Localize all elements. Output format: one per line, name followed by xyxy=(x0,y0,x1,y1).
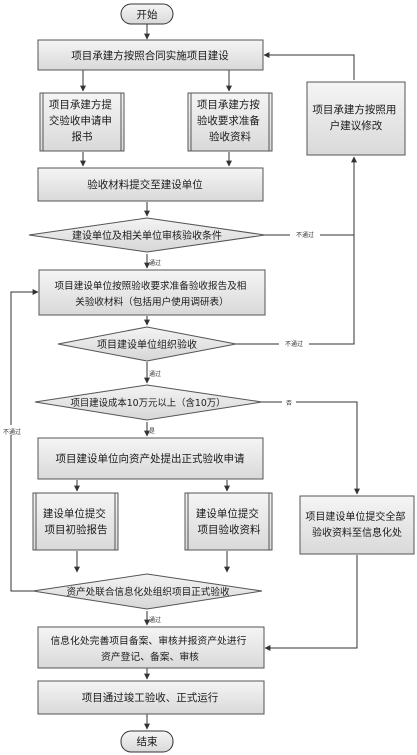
side-fix-box: 项目承建方按照用 户建议修改 xyxy=(306,81,406,156)
decision-d3: 项目建设成本10万元以上（含10万） xyxy=(34,384,263,421)
start-terminal: 开始 xyxy=(120,3,174,25)
decision-d1: 建设单位及相关单位审核验收条件 xyxy=(28,217,266,253)
step-s6a: 建设单位提交 项目初验报告 xyxy=(32,492,119,551)
decision-d2: 项目建设单位组织验收 xyxy=(57,326,237,362)
step-s5: 项目建设单位向资产处提出正式验收申请 xyxy=(37,437,264,480)
edge-label-d1-pass: 通过 xyxy=(149,259,161,267)
decision-d2-label: 项目建设单位组织验收 xyxy=(97,338,197,351)
step-s6b: 建设单位提交 项目验收资料 xyxy=(184,492,273,551)
step-s8-label: 项目通过竣工验收、正式运行 xyxy=(82,691,219,704)
step-s7-label: 信息化处完善项目备案、审核并报资产处进行 资产登记、备案、审核 xyxy=(50,634,249,663)
step-s2b: 项目承建方按 验收要求准备 验收资料 xyxy=(187,92,273,152)
end-label: 结束 xyxy=(137,735,158,748)
step-s1-label: 项目承建方按照合同实施项目建设 xyxy=(71,49,229,62)
edge-label-d2-pass: 通过 xyxy=(149,370,161,378)
edge-label-d4-pass: 通过 xyxy=(149,616,161,624)
start-label: 开始 xyxy=(137,8,158,21)
edge-label-d2-fail: 不通过 xyxy=(285,340,303,348)
step-s2b-label: 项目承建方按 验收要求准备 验收资料 xyxy=(197,98,263,143)
step-s6b-label: 建设单位提交 项目验收资料 xyxy=(196,507,262,536)
side-submit-box: 项目建设单位提交全部 验收资料至信息化处 xyxy=(299,495,415,555)
side-fix-label: 项目承建方按照用 户建议修改 xyxy=(312,103,399,132)
decision-d4: 资产处联合信息化处组织项目正式验收 xyxy=(32,573,263,610)
step-s6a-label: 建设单位提交 项目初验报告 xyxy=(43,507,109,536)
step-s3: 验收材料提交至建设单位 xyxy=(37,167,264,202)
step-s8: 项目通过竣工验收、正式运行 xyxy=(37,680,265,715)
decision-d3-label: 项目建设成本10万元以上（含10万） xyxy=(70,397,225,409)
step-s7: 信息化处完善项目备案、审核并报资产处进行 资产登记、备案、审核 xyxy=(37,626,265,669)
end-terminal: 结束 xyxy=(120,730,174,753)
step-s1: 项目承建方按照合同实施项目建设 xyxy=(37,39,264,71)
step-s4-label: 项目建设单位按照验收要求准备验收报告及相 关验收材料（包括用户使用调研表） xyxy=(55,280,250,308)
step-s3-label: 验收材料提交至建设单位 xyxy=(87,178,203,191)
side-submit-label: 项目建设单位提交全部 验收资料至信息化处 xyxy=(305,510,408,539)
step-s5-label: 项目建设单位向资产处提出正式验收申请 xyxy=(56,452,245,465)
edge-label-d1-fail: 不通过 xyxy=(296,231,314,239)
edge-label-d3-no: 否 xyxy=(286,400,292,407)
decision-d1-label: 建设单位及相关单位审核验收条件 xyxy=(72,229,222,242)
step-s2a: 项目承建方提 交验收申请申 报书 xyxy=(39,92,125,152)
edge-label-d4-fail: 不通过 xyxy=(3,428,21,436)
step-s4: 项目建设单位按照验收要求准备验收报告及相 关验收材料（包括用户使用调研表） xyxy=(38,269,266,316)
edge-labels: 不通过 通过 不通过 通过 否 是 不通过 通过 xyxy=(3,229,320,624)
decision-d4-label: 资产处联合信息化处组织项目正式验收 xyxy=(66,586,229,598)
step-s2a-label: 项目承建方提 交验收申请申 报书 xyxy=(49,98,115,143)
edge-label-d3-yes: 是 xyxy=(149,428,155,435)
